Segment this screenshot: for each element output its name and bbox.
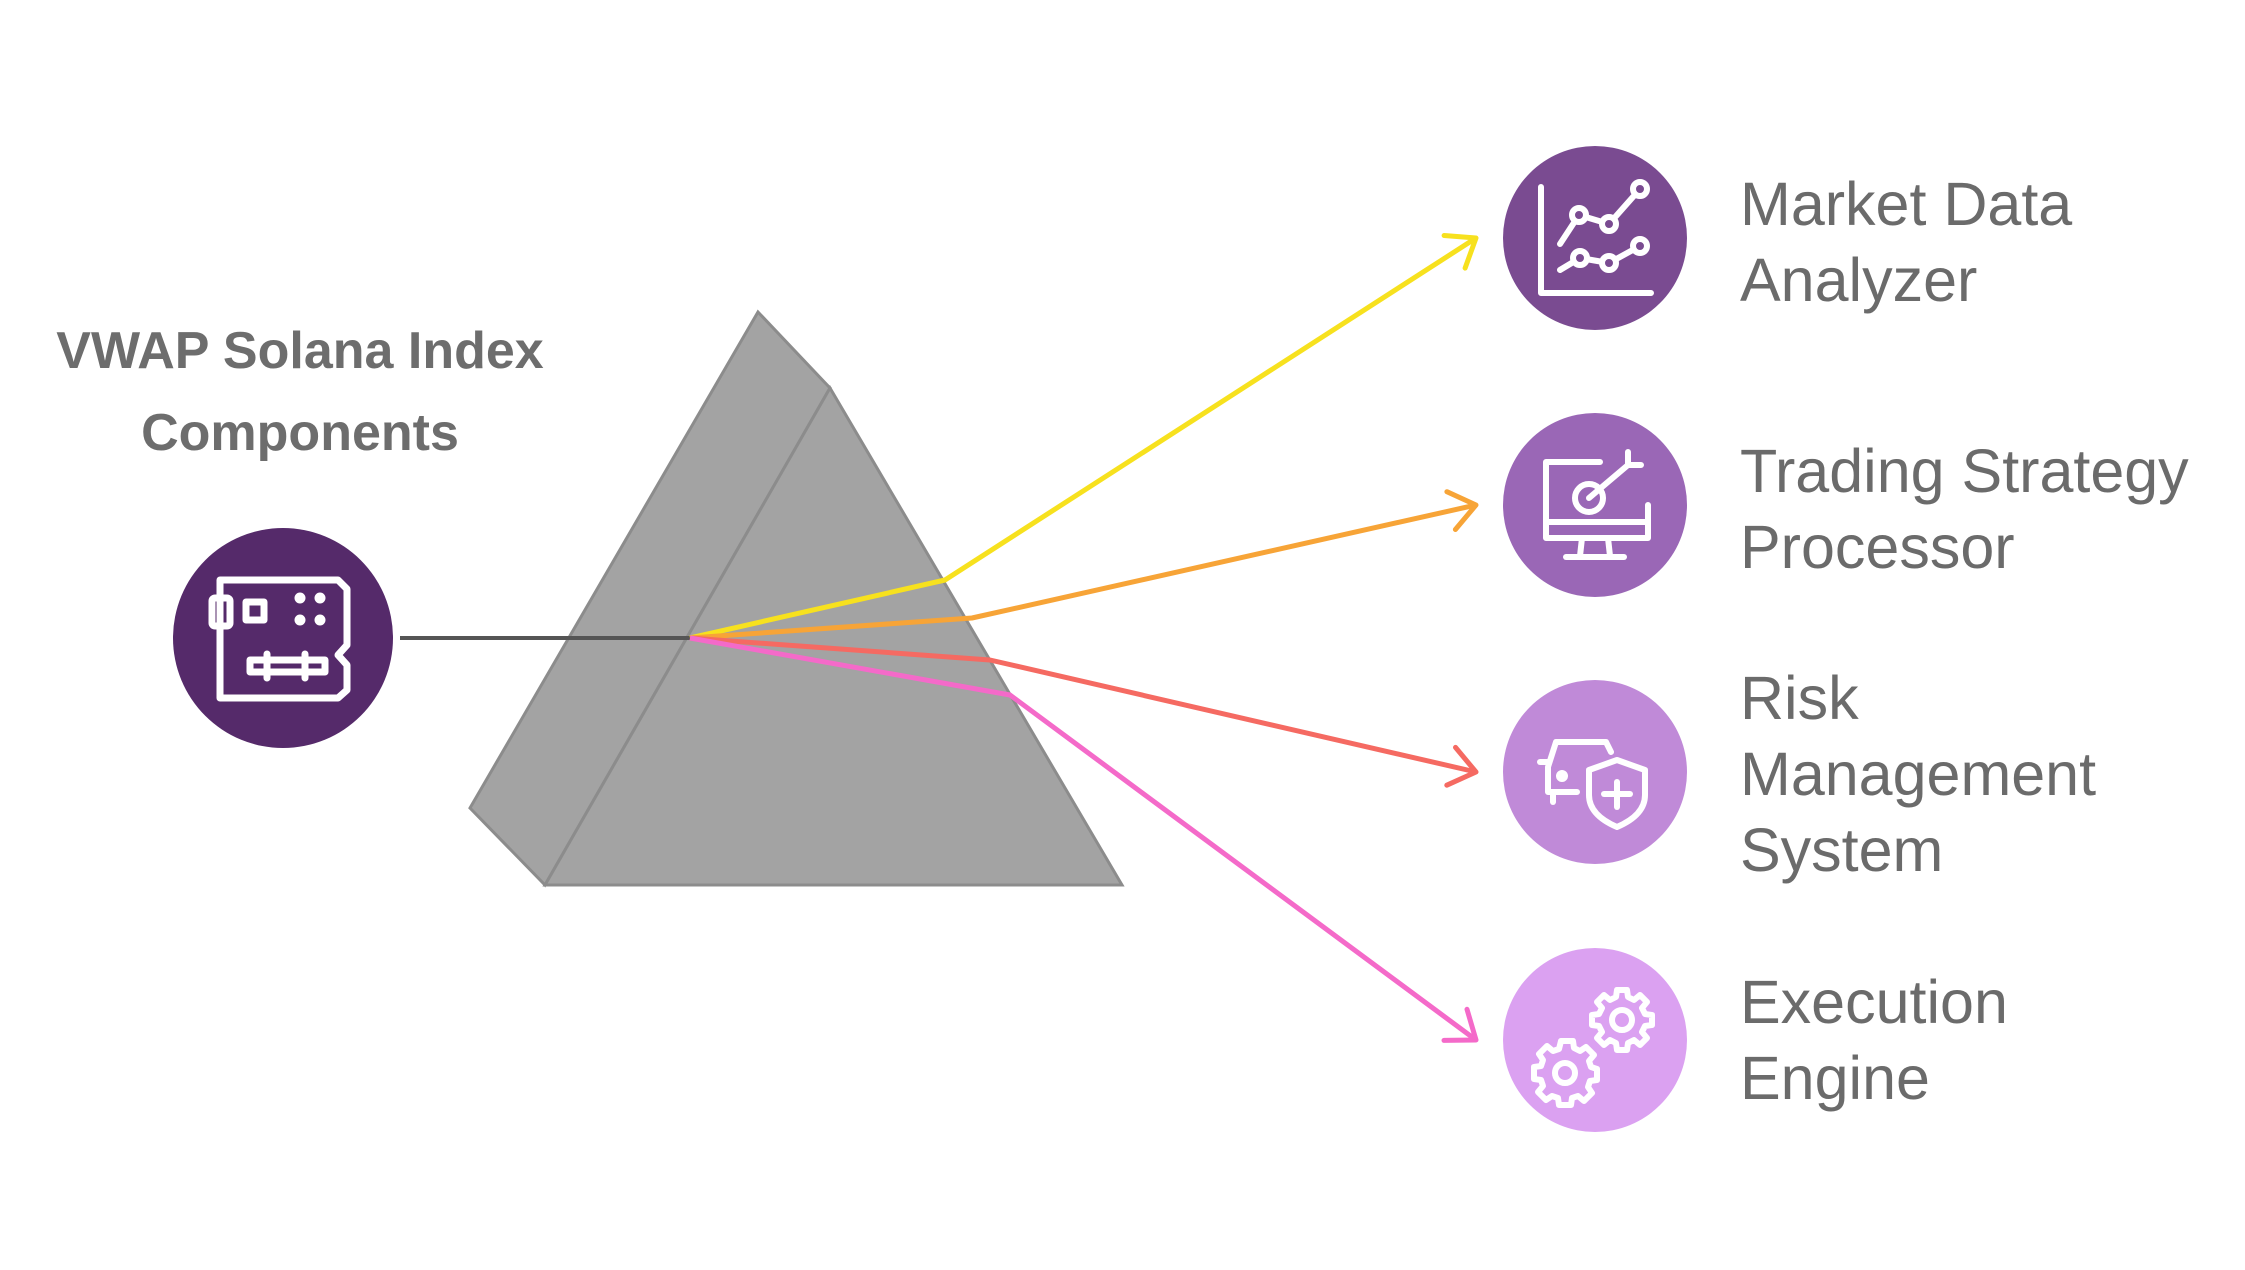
source-node xyxy=(173,528,393,748)
label-line: Risk xyxy=(1740,664,1859,732)
ray-line xyxy=(689,502,1477,641)
circuit-board-icon xyxy=(208,576,351,702)
label-line: Trading Strategy xyxy=(1740,437,2189,505)
label-line: System xyxy=(1740,816,1944,884)
arrow-head-icon xyxy=(1441,1006,1479,1043)
market-data-circle xyxy=(1503,146,1687,330)
source-circle xyxy=(173,528,393,748)
ray-line xyxy=(689,235,1478,641)
monitor-target-icon xyxy=(1543,449,1651,560)
label-line: Management xyxy=(1740,740,2097,808)
label-line: Analyzer xyxy=(1740,246,1978,314)
component-node-market-data xyxy=(1503,146,1687,330)
ray-line xyxy=(689,635,1477,775)
title-line-1: VWAP Solana Index xyxy=(56,322,544,380)
arrow-head-icon xyxy=(1441,233,1479,271)
label-line: Engine xyxy=(1740,1044,1930,1112)
label-risk-management-system: Risk Management System xyxy=(1740,660,2096,888)
label-line: Execution xyxy=(1740,968,2008,1036)
line-chart-icon xyxy=(1538,179,1654,296)
label-market-data-analyzer: Market Data Analyzer xyxy=(1740,166,2072,318)
label-line: Market Data xyxy=(1740,170,2073,238)
component-node-risk-management xyxy=(1503,680,1687,864)
ray-risk-management xyxy=(689,635,1479,788)
ray-market-data xyxy=(689,233,1479,641)
car-shield-icon xyxy=(1537,739,1648,830)
label-line: Processor xyxy=(1740,513,2015,581)
arrow-head-icon xyxy=(1444,489,1479,532)
trading-strategy-circle xyxy=(1503,413,1687,597)
component-node-trading-strategy xyxy=(1503,413,1687,597)
title-line-2: Components xyxy=(141,404,459,462)
label-trading-strategy-processor: Trading Strategy Processor xyxy=(1740,433,2189,585)
ray-trading-strategy xyxy=(689,489,1479,641)
arrow-head-icon xyxy=(1444,744,1479,788)
gears-icon xyxy=(1531,987,1655,1108)
ray-line xyxy=(689,635,1478,1043)
label-execution-engine: Execution Engine xyxy=(1740,964,2008,1116)
output-rays xyxy=(689,233,1479,1043)
diagram-title: VWAP Solana Index Components xyxy=(30,310,570,474)
component-node-execution-engine xyxy=(1503,948,1687,1132)
ray-execution-engine xyxy=(689,635,1479,1043)
